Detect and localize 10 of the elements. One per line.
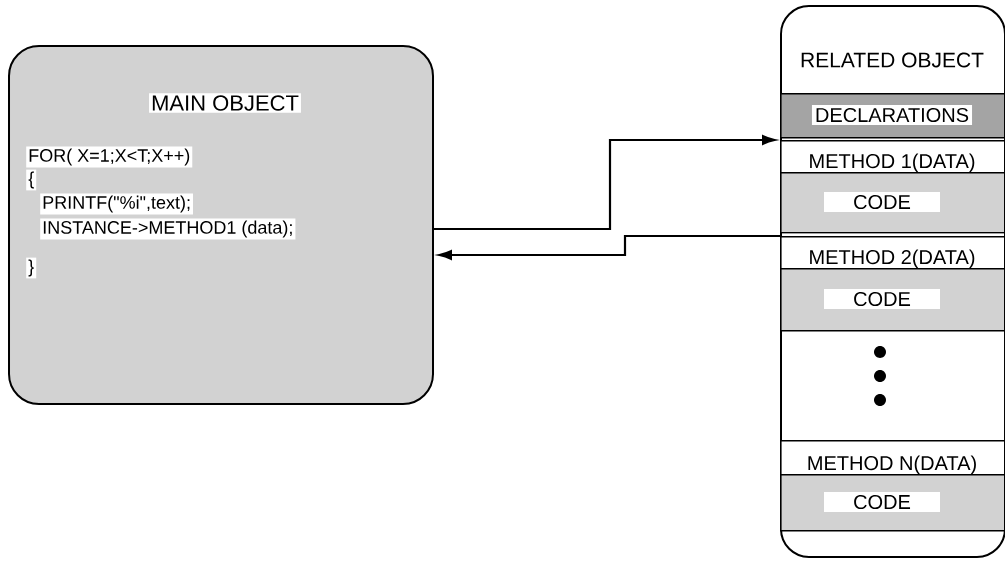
- method-band: METHOD 1(DATA): [780, 140, 1005, 174]
- box-title: MAIN OBJECT: [149, 93, 301, 113]
- code-band: CODE: [780, 268, 1005, 332]
- box-title: RELATED OBJECT: [801, 52, 984, 68]
- declarations-band: DECLARATIONS: [780, 93, 1005, 139]
- object-box: [8, 45, 434, 405]
- method-band: METHOD N(DATA): [780, 440, 1005, 476]
- method-band: METHOD 2(DATA): [780, 236, 1005, 270]
- code-band: CODE: [780, 474, 1005, 532]
- code-band: CODE: [780, 172, 1005, 234]
